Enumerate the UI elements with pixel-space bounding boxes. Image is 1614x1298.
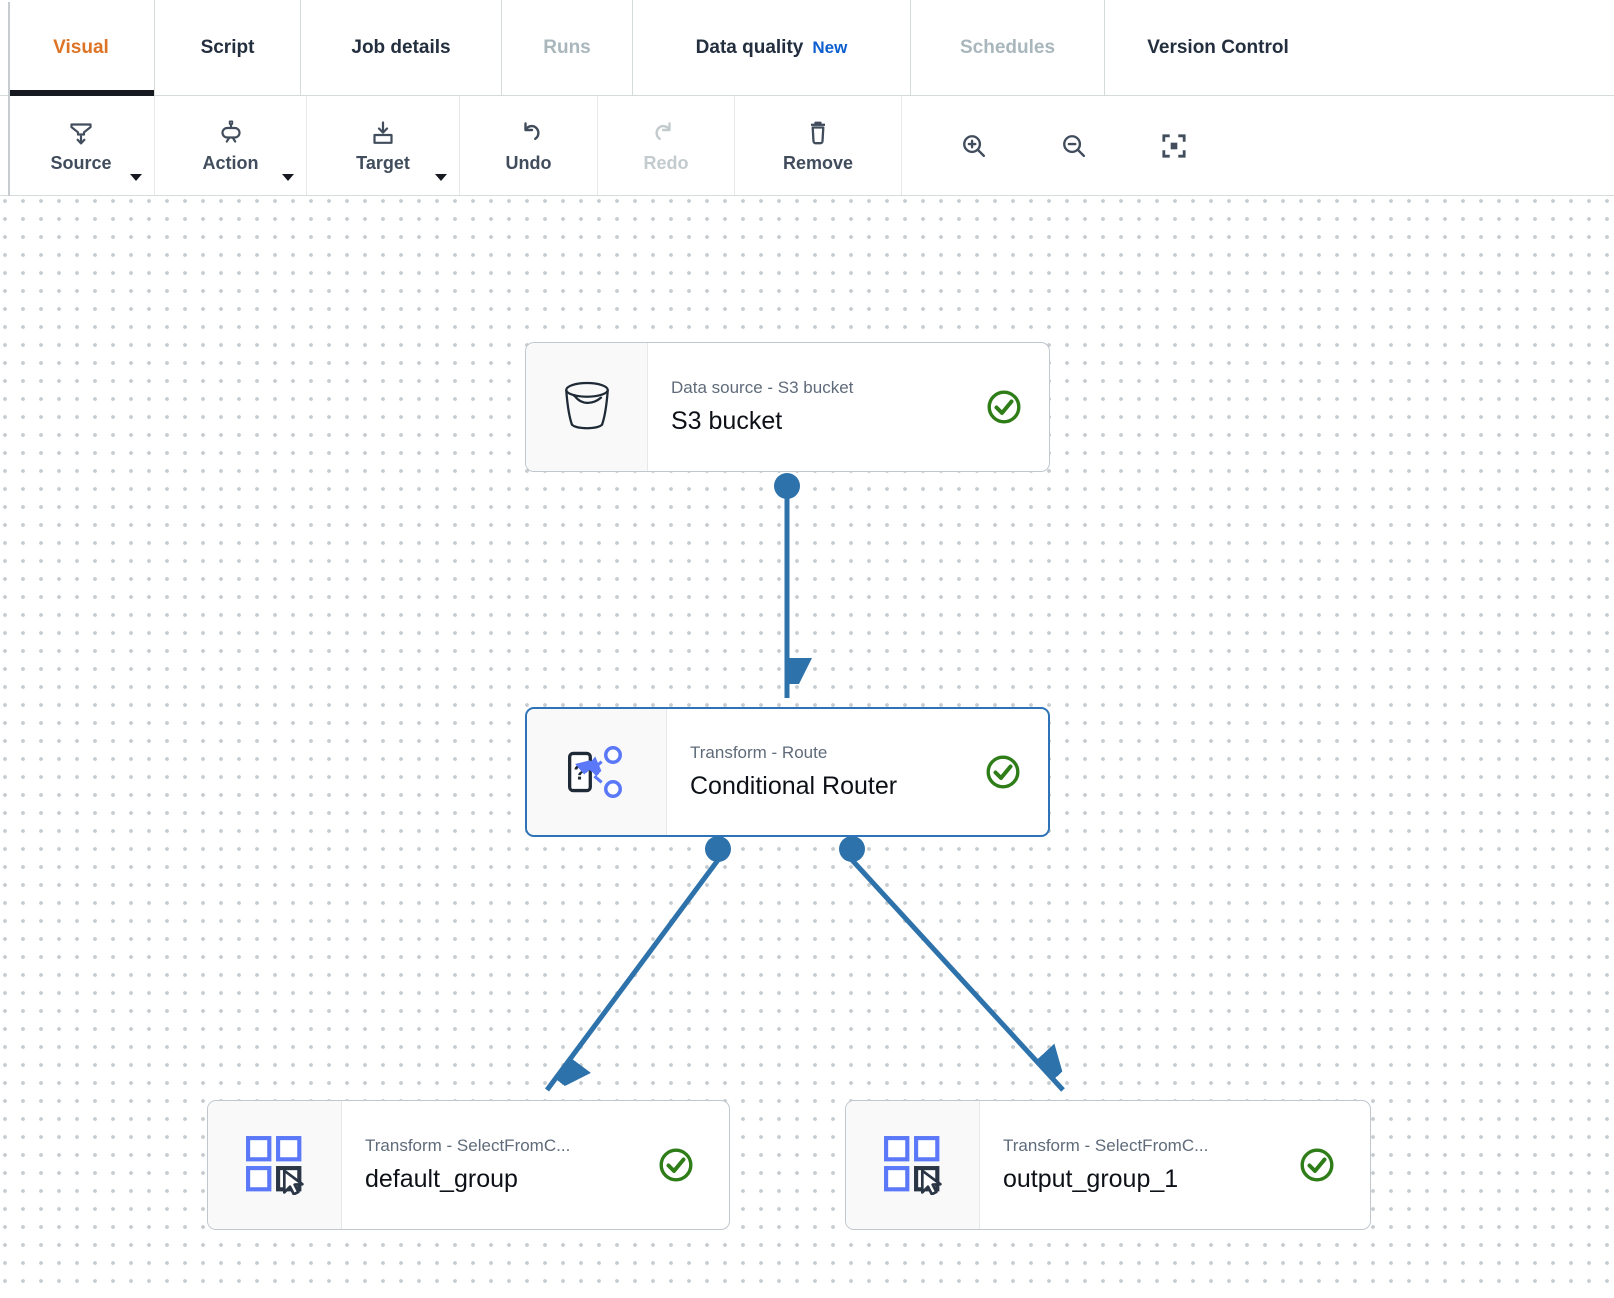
- node-default-group[interactable]: Transform - SelectFromC... default_group: [207, 1100, 730, 1230]
- target-button[interactable]: Target: [307, 96, 460, 195]
- job-graph-canvas[interactable]: Data source - S3 bucket S3 bucket ?: [0, 196, 1614, 1297]
- tab-version-control[interactable]: Version Control: [1105, 0, 1331, 95]
- new-badge: New: [812, 37, 848, 57]
- source-button[interactable]: Source: [8, 96, 155, 195]
- node-type-label: Transform - SelectFromC...: [1003, 1136, 1209, 1155]
- caret-down-icon: [282, 174, 294, 181]
- status-valid-icon: [1298, 1101, 1370, 1229]
- node-name: Conditional Router: [690, 772, 898, 800]
- fit-to-screen-button[interactable]: [1124, 96, 1224, 195]
- node-s3-bucket[interactable]: Data source - S3 bucket S3 bucket: [525, 342, 1050, 472]
- svg-text:?: ?: [573, 760, 586, 785]
- button-label: Redo: [643, 153, 689, 173]
- zoom-out-icon: [1063, 134, 1086, 157]
- action-button[interactable]: Action: [155, 96, 307, 195]
- status-valid-icon: [984, 709, 1048, 835]
- node-name: output_group_1: [1003, 1165, 1179, 1193]
- fit-to-screen-icon: [1162, 133, 1186, 158]
- status-valid-icon: [985, 343, 1049, 471]
- trash-icon: [804, 117, 832, 147]
- tab-label: Schedules: [959, 36, 1056, 58]
- redo-button[interactable]: Redo: [598, 96, 735, 195]
- zoom-out-button[interactable]: [1024, 96, 1124, 195]
- connection-port[interactable]: [774, 473, 800, 499]
- edge-router-to-default-group: [544, 858, 721, 1090]
- tab-label: Visual: [53, 36, 109, 58]
- button-label: Source: [50, 153, 112, 173]
- select-from-collection-icon: [846, 1101, 980, 1229]
- node-name: S3 bucket: [671, 407, 783, 435]
- edge-router-to-output-group-1: [850, 858, 1063, 1092]
- node-name: default_group: [365, 1165, 518, 1193]
- tab-bar: Visual Script Job details Runs Data qual…: [0, 0, 1614, 96]
- tab-schedules[interactable]: Schedules: [911, 0, 1105, 95]
- zoom-in-icon: [963, 134, 986, 157]
- tab-label: Runs: [543, 36, 591, 58]
- tab-job-details[interactable]: Job details: [301, 0, 502, 95]
- node-type-label: Transform - SelectFromC...: [365, 1136, 571, 1155]
- connection-port[interactable]: [839, 836, 865, 862]
- caret-down-icon: [130, 174, 142, 181]
- caret-down-icon: [435, 174, 447, 181]
- remove-button[interactable]: Remove: [735, 96, 902, 195]
- node-output-group-1[interactable]: Transform - SelectFromC... output_group_…: [845, 1100, 1371, 1230]
- redo-icon: [652, 117, 680, 147]
- tab-label: Version Control: [1147, 36, 1289, 58]
- editor-header: Visual Script Job details Runs Data qual…: [0, 0, 1614, 196]
- conditional-router-icon: ?: [527, 709, 667, 835]
- tab-visual[interactable]: Visual: [8, 0, 155, 96]
- tab-label: Job details: [351, 36, 451, 58]
- undo-button[interactable]: Undo: [460, 96, 598, 195]
- left-rule: [8, 2, 10, 196]
- tab-script[interactable]: Script: [155, 0, 301, 95]
- tab-runs[interactable]: Runs: [502, 0, 633, 95]
- node-type-label: Transform - Route: [690, 743, 828, 762]
- node-conditional-router[interactable]: ? Transform - Route Conditional Router: [525, 707, 1050, 837]
- connection-port[interactable]: [705, 836, 731, 862]
- tab-label: Data quality: [695, 36, 804, 58]
- undo-icon: [515, 117, 543, 147]
- source-icon: [67, 117, 95, 147]
- canvas-toolbar: Source Action: [0, 96, 1614, 196]
- button-label: Target: [356, 153, 410, 173]
- button-label: Undo: [505, 153, 552, 173]
- tab-data-quality[interactable]: Data quality New: [633, 0, 911, 95]
- target-icon: [369, 117, 397, 147]
- select-from-collection-icon: [208, 1101, 342, 1229]
- zoom-in-button[interactable]: [924, 96, 1024, 195]
- status-valid-icon: [657, 1101, 729, 1229]
- button-label: Remove: [782, 153, 854, 173]
- action-icon: [217, 117, 245, 147]
- edge-layer: [544, 473, 1614, 1297]
- button-label: Action: [202, 153, 259, 173]
- node-type-label: Data source - S3 bucket: [671, 378, 854, 397]
- s3-bucket-icon: [526, 343, 648, 471]
- tab-label: Script: [200, 36, 255, 58]
